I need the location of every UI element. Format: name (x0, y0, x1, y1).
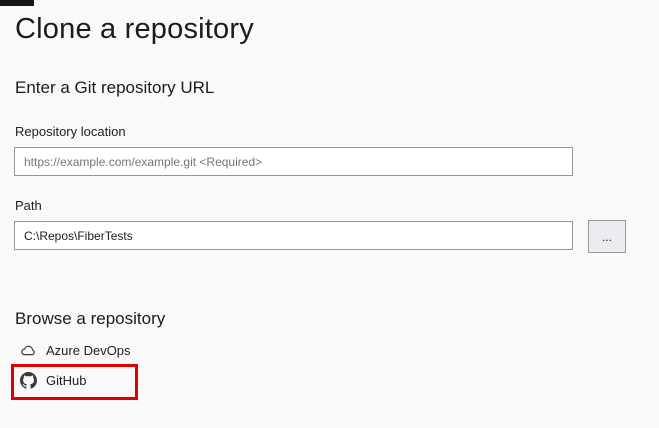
cloud-icon (20, 342, 37, 359)
provider-label: Azure DevOps (46, 342, 131, 358)
repository-location-label: Repository location (15, 124, 126, 139)
repository-location-input[interactable] (14, 147, 573, 176)
window-edge-artifact (0, 0, 34, 6)
provider-label: GitHub (46, 372, 87, 388)
page-title: Clone a repository (15, 13, 254, 45)
url-section-heading: Enter a Git repository URL (15, 78, 215, 97)
browse-path-button[interactable]: ... (588, 220, 626, 253)
path-label: Path (15, 198, 42, 213)
browse-section-heading: Browse a repository (15, 309, 166, 328)
provider-github[interactable]: GitHub (20, 370, 86, 390)
path-input[interactable] (14, 221, 573, 250)
provider-azure-devops[interactable]: Azure DevOps (20, 340, 131, 360)
github-icon (20, 371, 37, 389)
